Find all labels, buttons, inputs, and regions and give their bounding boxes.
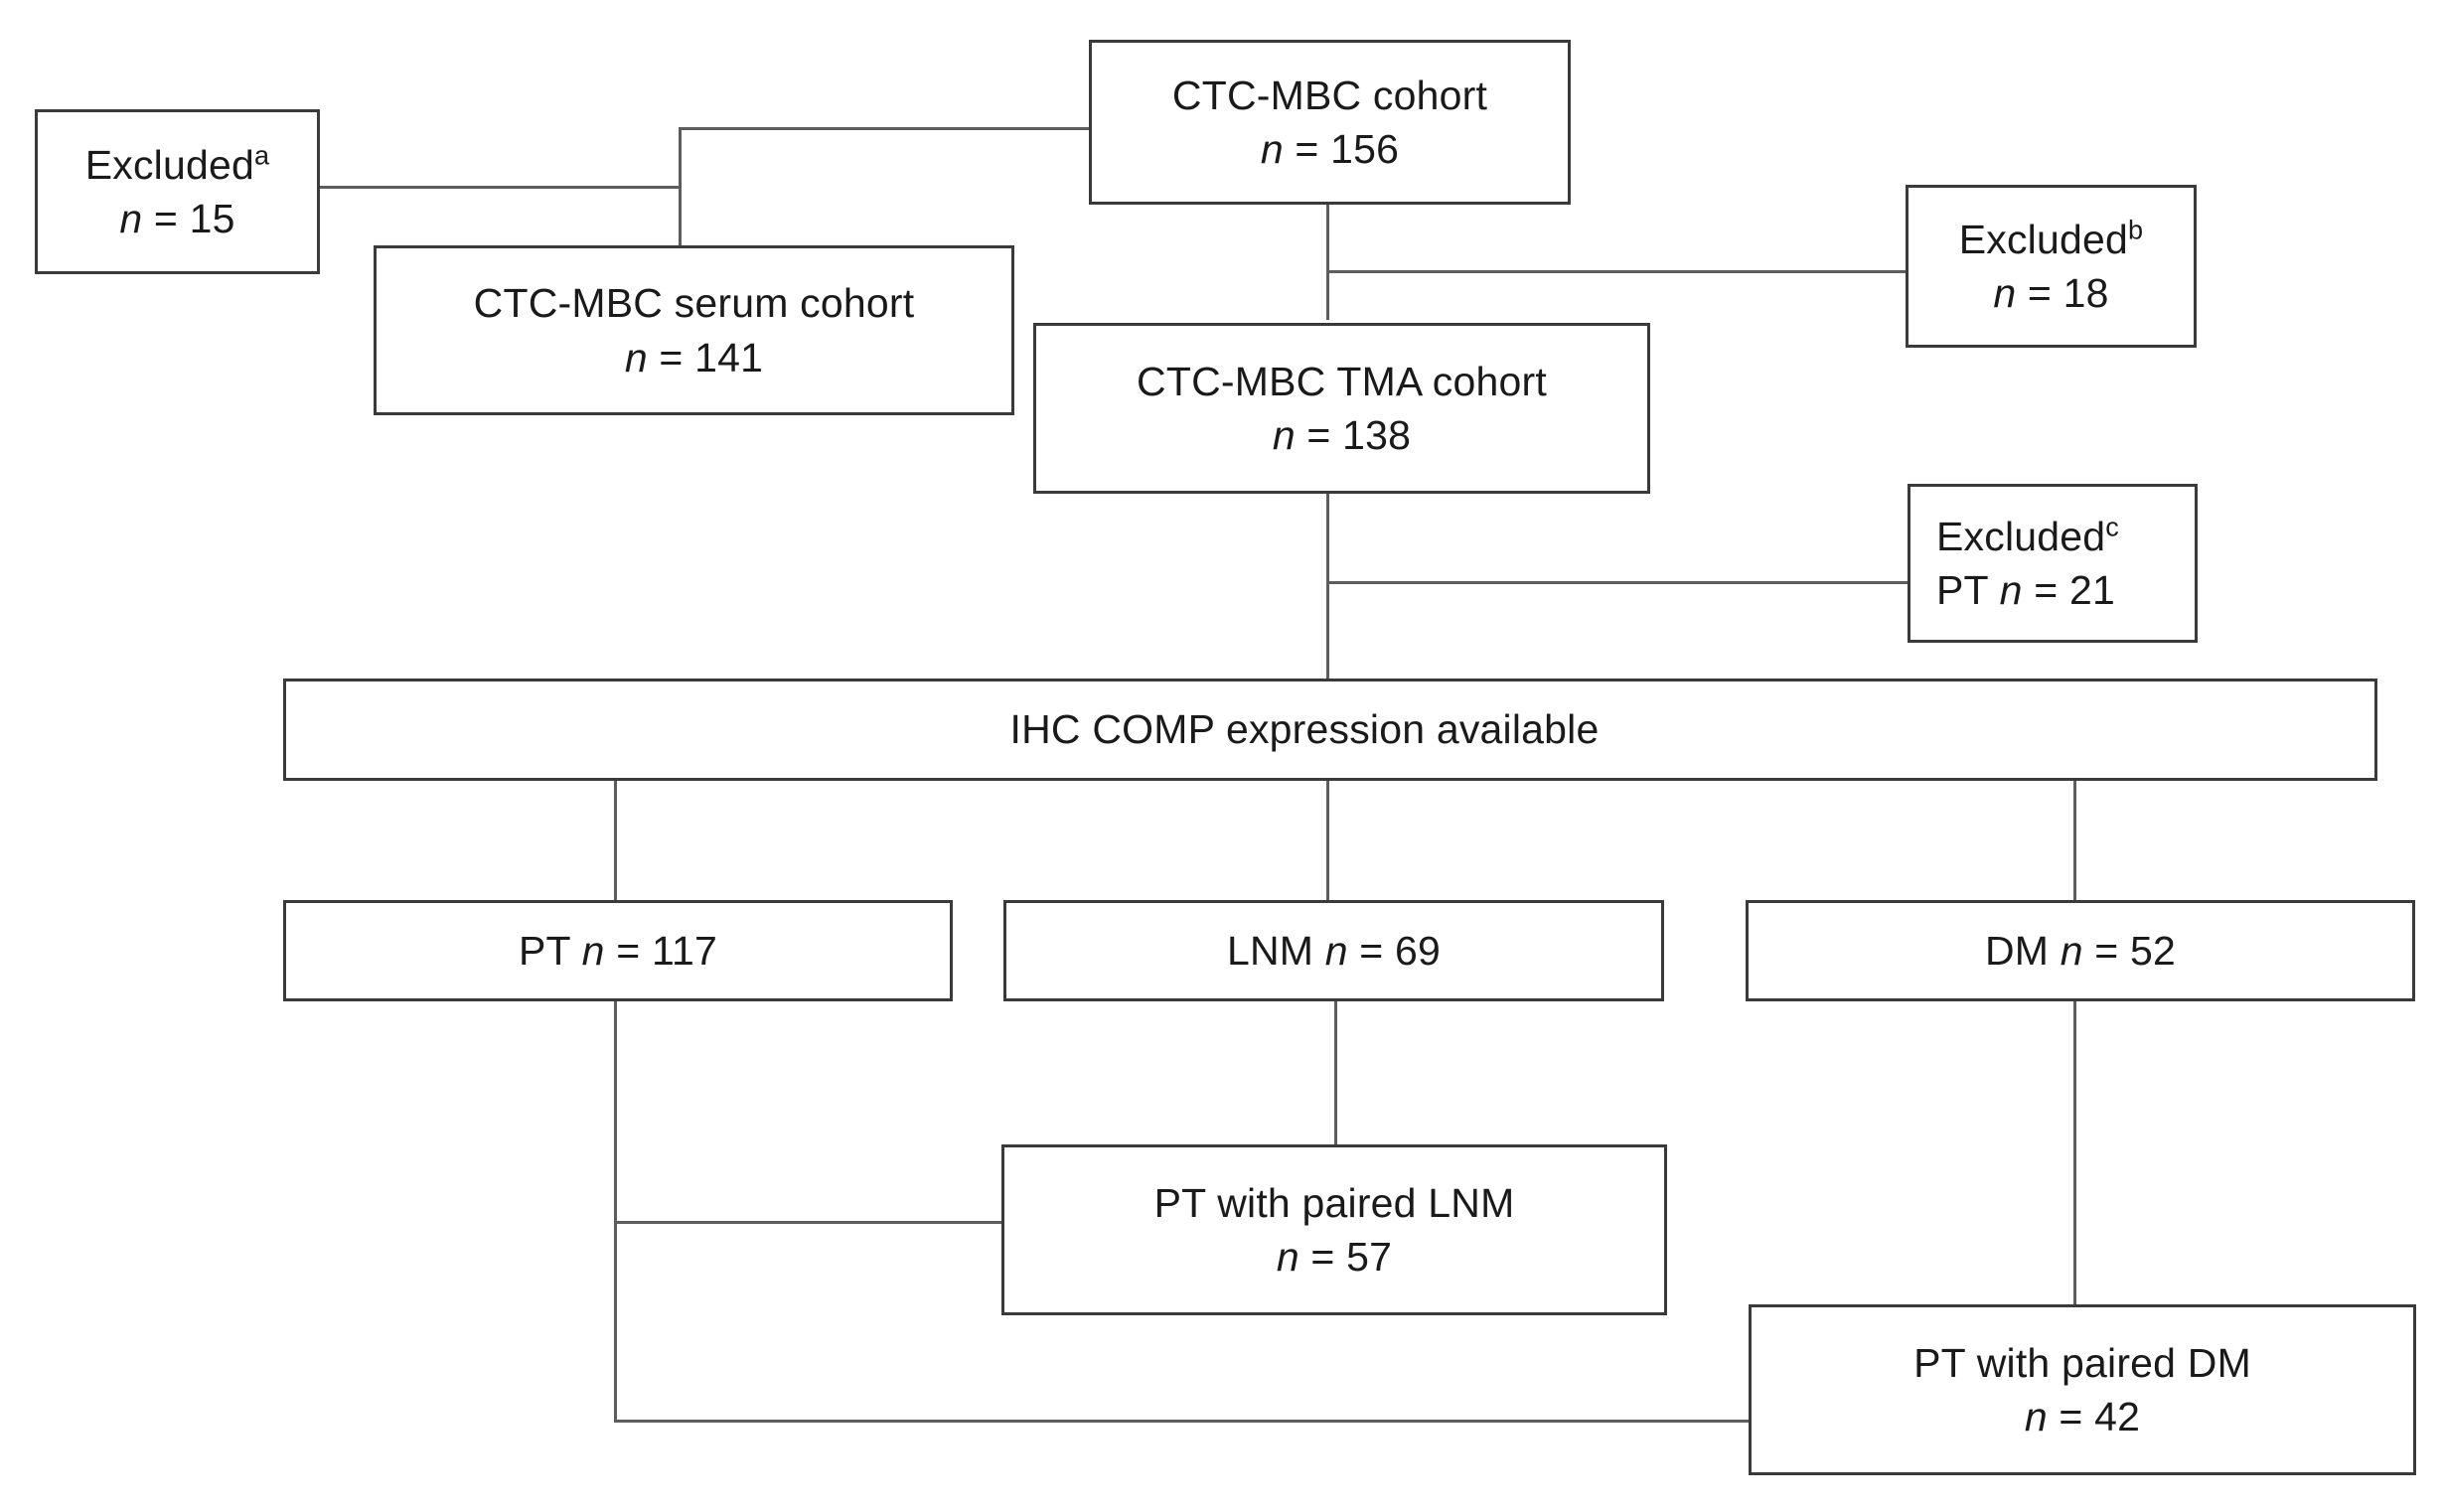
connector-ihc-to-lnm xyxy=(1326,781,1329,900)
node-pt-paired-dm[interactable]: PT with paired DM n = 42 xyxy=(1749,1304,2416,1475)
connector-tma-trunk xyxy=(1326,493,1329,681)
node-pt-paired-dm-count: n = 42 xyxy=(2024,1394,2141,1439)
connector-excluded-b xyxy=(1326,270,1908,273)
node-dm-label: DM n = 52 xyxy=(1984,927,2177,974)
node-serum-cohort[interactable]: CTC-MBC serum cohort n = 141 xyxy=(374,245,1014,415)
node-excluded-c-label: Excludedc xyxy=(1936,512,2119,559)
node-pt-paired-lnm-count: n = 57 xyxy=(1276,1234,1393,1280)
node-ctc-mbc-cohort-label: CTC-MBC cohort xyxy=(1171,72,1488,118)
node-excluded-a-count: n = 15 xyxy=(119,196,235,241)
connector-lnm-to-paired-lnm xyxy=(1334,1001,1337,1144)
node-ctc-mbc-cohort-count: n = 156 xyxy=(1260,126,1400,172)
node-pt-paired-lnm-label: PT with paired LNM xyxy=(1153,1179,1515,1226)
footnote-marker-a: a xyxy=(254,140,270,171)
node-excluded-c[interactable]: Excludedc PT n = 21 xyxy=(1908,484,2198,643)
connector-excluded-c xyxy=(1326,581,1909,584)
connector-serum-junction-vertical xyxy=(679,127,682,247)
node-ctc-mbc-cohort[interactable]: CTC-MBC cohort n = 156 xyxy=(1089,40,1571,205)
node-ihc-comp-label: IHC COMP expression available xyxy=(1009,706,1600,753)
connector-ihc-to-pt xyxy=(614,781,617,900)
node-pt-paired-dm-label: PT with paired DM xyxy=(1913,1339,2251,1386)
node-pt[interactable]: PT n = 117 xyxy=(283,900,953,1001)
connector-cohort-trunk xyxy=(1326,204,1329,320)
node-pt-label: PT n = 117 xyxy=(519,927,717,974)
node-excluded-b-label: Excludedb xyxy=(1958,215,2144,262)
footnote-marker-c: c xyxy=(2105,512,2119,542)
node-excluded-a[interactable]: Excludeda n = 15 xyxy=(35,109,320,274)
connector-ihc-to-dm xyxy=(2073,781,2076,900)
node-serum-cohort-label: CTC-MBC serum cohort xyxy=(473,280,915,327)
connector-dm-to-paired-dm xyxy=(2073,1001,2076,1304)
node-excluded-a-label: Excludeda xyxy=(84,140,270,188)
node-tma-cohort-count: n = 138 xyxy=(1272,412,1412,458)
footnote-marker-b: b xyxy=(2128,215,2144,245)
node-ihc-comp[interactable]: IHC COMP expression available xyxy=(283,679,2377,781)
node-dm[interactable]: DM n = 52 xyxy=(1746,900,2415,1001)
connector-pt-drop xyxy=(614,1001,617,1423)
connector-pt-to-paired-lnm xyxy=(614,1221,1001,1224)
node-lnm[interactable]: LNM n = 69 xyxy=(1003,900,1664,1001)
connector-cohort-to-serum xyxy=(679,127,1090,130)
node-serum-cohort-count: n = 141 xyxy=(624,334,764,380)
node-tma-cohort[interactable]: CTC-MBC TMA cohort n = 138 xyxy=(1033,323,1650,494)
connector-excluded-a xyxy=(320,186,681,189)
node-pt-paired-lnm[interactable]: PT with paired LNM n = 57 xyxy=(1001,1144,1667,1315)
node-lnm-label: LNM n = 69 xyxy=(1226,927,1442,974)
node-excluded-b-count: n = 18 xyxy=(1993,270,2109,316)
node-excluded-b[interactable]: Excludedb n = 18 xyxy=(1906,185,2197,348)
node-tma-cohort-label: CTC-MBC TMA cohort xyxy=(1137,358,1547,404)
node-excluded-c-count: PT n = 21 xyxy=(1936,567,2116,613)
connector-pt-to-paired-dm xyxy=(614,1420,1749,1423)
